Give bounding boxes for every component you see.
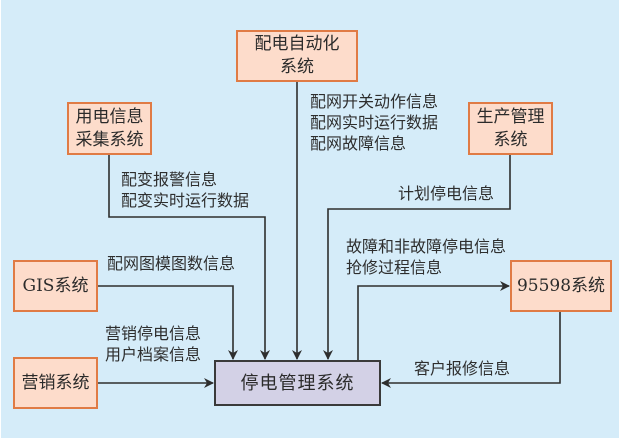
edge-label-power-consumption: 配变报警信息 配变实时运行数据 xyxy=(121,169,249,211)
edge-label-line: 计划停电信息 xyxy=(398,184,495,203)
node-label-line: 95598系统 xyxy=(516,275,606,296)
edge-label-line: 故障和非故障停电信息 xyxy=(346,237,507,256)
node-call-center-95598: 95598系统 xyxy=(510,260,612,312)
edge-label-gis: 配网图模图数信息 xyxy=(107,253,235,274)
edge-power-consumption xyxy=(108,155,270,360)
node-label-line: 生产管理 xyxy=(476,106,545,127)
node-label-line: 系统 xyxy=(280,57,314,77)
edge-label-to-call-center: 故障和非故障停电信息 抢修过程信息 xyxy=(346,236,506,278)
edge-label-line: 配网故障信息 xyxy=(310,134,407,153)
edge-label-line: 配网图模图数信息 xyxy=(107,254,236,273)
edge-gis xyxy=(97,285,238,360)
edge-label-distribution-automation: 配网开关动作信息 配网实时运行数据 配网故障信息 xyxy=(310,91,438,154)
node-marketing: 营销系统 xyxy=(13,357,98,409)
edge-label-call-center: 客户报修信息 xyxy=(414,358,510,379)
node-label-line: 营销系统 xyxy=(21,372,90,393)
node-label-line: 配电自动化 xyxy=(254,34,340,54)
node-label-line: GIS系统 xyxy=(22,275,89,296)
edge-call-center xyxy=(381,312,561,388)
edge-label-line: 配变实时运行数据 xyxy=(121,191,250,210)
node-production-management: 生产管理系统 xyxy=(468,102,553,155)
edge-label-marketing: 营销停电信息 用户档案信息 xyxy=(105,323,201,365)
edge-label-line: 营销停电信息 xyxy=(105,324,202,343)
edge-to-call-center xyxy=(357,281,510,360)
edge-label-line: 客户报修信息 xyxy=(414,359,511,378)
edge-label-line: 抢修过程信息 xyxy=(346,258,443,277)
edge-label-line: 配网实时运行数据 xyxy=(310,113,439,132)
edge-production-management xyxy=(323,155,511,360)
node-power-consumption: 用电信息采集系统 xyxy=(67,102,152,155)
node-gis: GIS系统 xyxy=(13,260,98,312)
edge-label-line: 配网开关动作信息 xyxy=(310,92,439,111)
node-distribution-automation: 配电自动化系统 xyxy=(236,30,358,82)
node-label-line: 系统 xyxy=(493,129,528,150)
node-label-line: 采集系统 xyxy=(75,129,144,150)
node-label-line: 停电管理系统 xyxy=(240,372,355,394)
edge-label-line: 用户档案信息 xyxy=(105,345,202,364)
node-outage-management: 停电管理系统 xyxy=(214,360,381,406)
node-label-line: 用电信息 xyxy=(75,106,144,127)
edge-label-production-management: 计划停电信息 xyxy=(398,183,494,204)
edge-label-line: 配变报警信息 xyxy=(121,170,218,189)
